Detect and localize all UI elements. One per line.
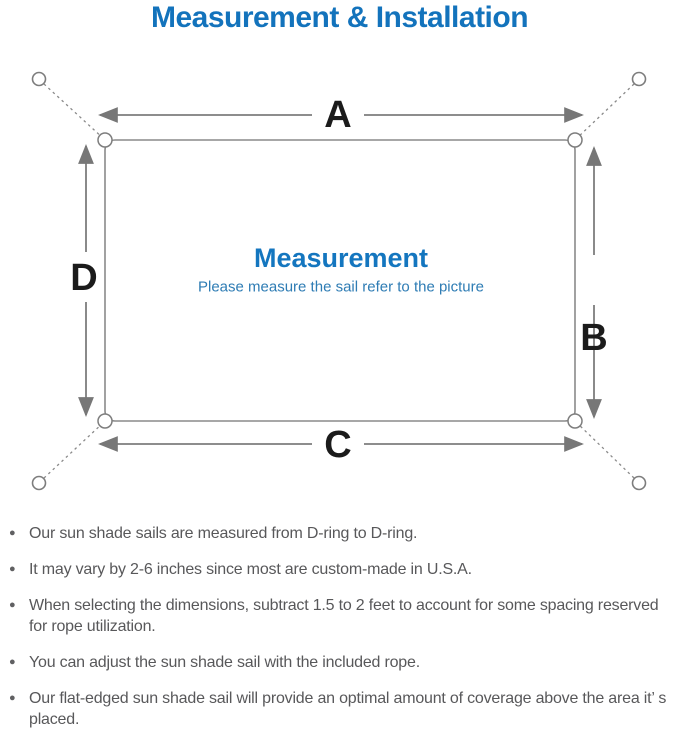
- rope-dashed-bottom-right: [575, 421, 635, 479]
- anchor-circle-top-left: [31, 71, 47, 87]
- dim-label-b: B: [580, 317, 607, 359]
- rope-dashed-bottom-left: [43, 421, 105, 479]
- rope-dashed-top-right: [575, 83, 635, 140]
- note-item: ● You can adjust the sun shade sail with…: [9, 652, 675, 673]
- bullet-icon: ●: [9, 692, 16, 704]
- sail-rectangle: [104, 139, 576, 422]
- note-item: ● When selecting the dimensions, subtrac…: [9, 595, 675, 637]
- bullet-icon: ●: [9, 527, 16, 539]
- diagram-center-subtitle: Please measure the sail refer to the pic…: [198, 279, 484, 296]
- bullet-icon: ●: [9, 599, 16, 611]
- anchor-circle-top-right: [631, 71, 647, 87]
- instruction-notes: ● Our sun shade sails are measured from …: [9, 523, 675, 730]
- diagram-center-title: Measurement: [254, 243, 428, 273]
- note-item: ● Our sun shade sails are measured from …: [9, 523, 675, 544]
- bullet-icon: ●: [9, 563, 16, 575]
- anchor-circle-bottom-left: [31, 475, 47, 491]
- rope-dashed-top-left: [43, 83, 105, 140]
- measurement-diagram: A B C D Measurement Please measure the s…: [31, 71, 647, 491]
- note-item: ● Our flat-edged sun shade sail will pro…: [9, 688, 675, 730]
- note-text: When selecting the dimensions, subtract …: [29, 597, 659, 635]
- dim-label-d: D: [70, 257, 97, 299]
- d-ring-top-right: [567, 132, 583, 148]
- dim-label-a: A: [324, 94, 351, 136]
- note-text: You can adjust the sun shade sail with t…: [29, 654, 420, 671]
- page-title: Measurement & Installation: [150, 1, 529, 34]
- note-text: Our sun shade sails are measured from D-…: [29, 525, 418, 542]
- bullet-icon: ●: [9, 656, 16, 668]
- note-item: ● It may vary by 2-6 inches since most a…: [9, 559, 675, 580]
- d-ring-top-left: [97, 132, 113, 148]
- note-text: It may vary by 2-6 inches since most are…: [29, 561, 472, 578]
- dim-label-c: C: [324, 424, 351, 466]
- anchor-circle-bottom-right: [631, 475, 647, 491]
- note-text: Our flat-edged sun shade sail will provi…: [29, 690, 667, 728]
- d-ring-bottom-right: [567, 413, 583, 429]
- d-ring-bottom-left: [97, 413, 113, 429]
